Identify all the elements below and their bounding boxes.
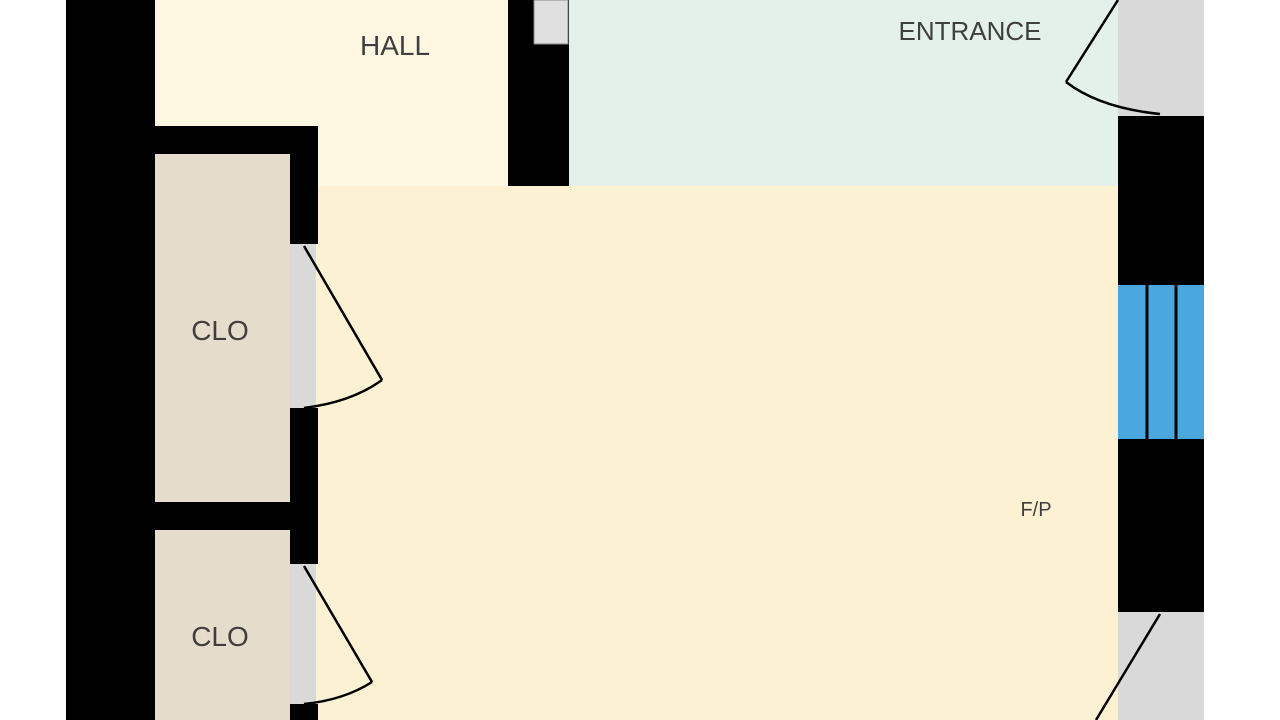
closet-upper-door-opening	[290, 244, 316, 408]
closet-upper-floor	[150, 154, 290, 502]
closet-upper-door-swing	[302, 245, 384, 410]
closet-divider-wall	[150, 502, 318, 530]
entrance-label: ENTRANCE	[898, 16, 1041, 46]
closet-lower-door-opening	[290, 564, 316, 704]
closet-upper-right-wall-bottom	[290, 408, 318, 564]
right-lower-door-opening	[1118, 612, 1204, 720]
closet-lower-right-wall-bottom	[290, 704, 318, 720]
right-wall-upper	[1118, 116, 1204, 284]
front-door-opening	[1118, 0, 1204, 116]
entrance-floor	[568, 0, 1120, 186]
right-lower-door-swing	[1094, 613, 1162, 720]
wall-niche	[533, 0, 569, 45]
fireplace-label: F/P	[1020, 499, 1051, 521]
living-room-floor	[316, 186, 1120, 720]
left-outer-wall	[66, 0, 155, 720]
closet-lower-door-swing	[302, 565, 374, 706]
front-door-swing	[1064, 0, 1161, 116]
hall-label: HALL	[360, 30, 430, 61]
walls	[66, 0, 1204, 720]
closet-upper-right-wall-top	[290, 126, 318, 244]
closet-upper-label: CLO	[191, 315, 249, 346]
right-wall-lower	[1118, 440, 1204, 612]
closet-lower-floor	[150, 530, 290, 720]
window	[1118, 283, 1204, 441]
closet-lower-label: CLO	[191, 621, 249, 652]
